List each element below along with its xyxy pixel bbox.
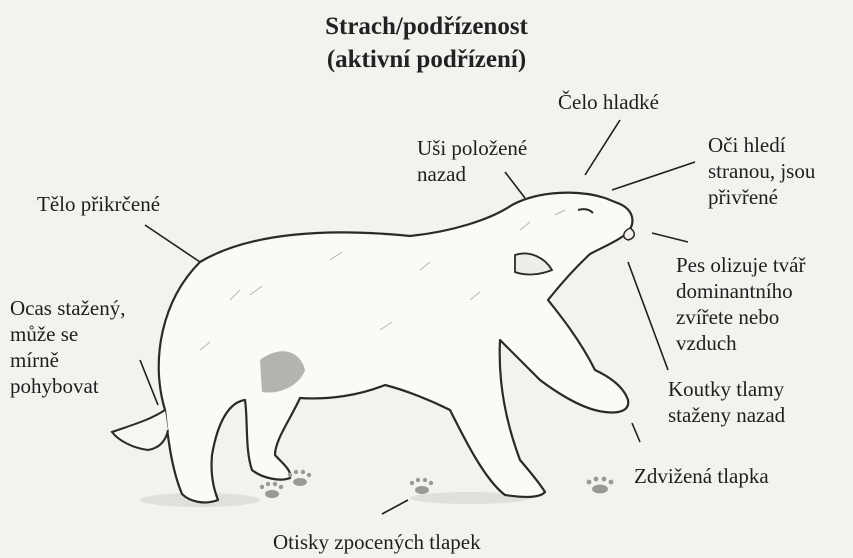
leader-licking [652, 233, 688, 242]
label-eyes: Oči hledí stranou, jsou přivřené [708, 132, 815, 210]
label-tail-line3: mírně [10, 347, 125, 373]
label-forehead: Čelo hladké [558, 89, 659, 115]
label-tail-line1: Ocas stažený, [10, 295, 125, 321]
label-paw: Zdvižená tlapka [634, 463, 769, 489]
dog-tail [112, 410, 168, 450]
label-tail-line2: může se [10, 321, 125, 347]
paw-print-4 [587, 477, 614, 494]
label-tail: Ocas stažený, může se mírně pohybovat [10, 295, 125, 399]
label-licking-line1: Pes olizuje tvář [676, 252, 805, 278]
label-ears-line1: Uši položené [417, 135, 527, 161]
paw-print-1 [260, 482, 283, 498]
leader-tail [140, 360, 158, 405]
label-ears: Uši položené nazad [417, 135, 527, 187]
label-licking-line3: zvířete nebo [676, 304, 805, 330]
label-prints: Otisky zpocených tlapek [273, 529, 481, 555]
label-tail-line4: pohybovat [10, 373, 125, 399]
label-licking-line4: vzduch [676, 330, 805, 356]
label-eyes-line1: Oči hledí [708, 132, 815, 158]
label-body: Tělo přikrčené [37, 191, 160, 217]
label-mouth-line2: staženy nazad [668, 402, 785, 428]
leader-forehead [585, 120, 620, 175]
label-mouth-line1: Koutky tlamy [668, 376, 785, 402]
leader-prints [382, 500, 408, 514]
label-ears-line2: nazad [417, 161, 527, 187]
leader-mouth [628, 262, 668, 370]
label-mouth: Koutky tlamy staženy nazad [668, 376, 785, 428]
leader-eyes [612, 162, 695, 190]
label-licking: Pes olizuje tvář dominantního zvířete ne… [676, 252, 805, 356]
leader-paw [632, 423, 640, 442]
label-eyes-line2: stranou, jsou [708, 158, 815, 184]
label-licking-line2: dominantního [676, 278, 805, 304]
label-eyes-line3: přivřené [708, 184, 815, 210]
paw-print-3 [410, 478, 433, 494]
leader-body [145, 225, 200, 262]
paw-print-2 [288, 470, 311, 486]
dog-body [159, 193, 633, 503]
